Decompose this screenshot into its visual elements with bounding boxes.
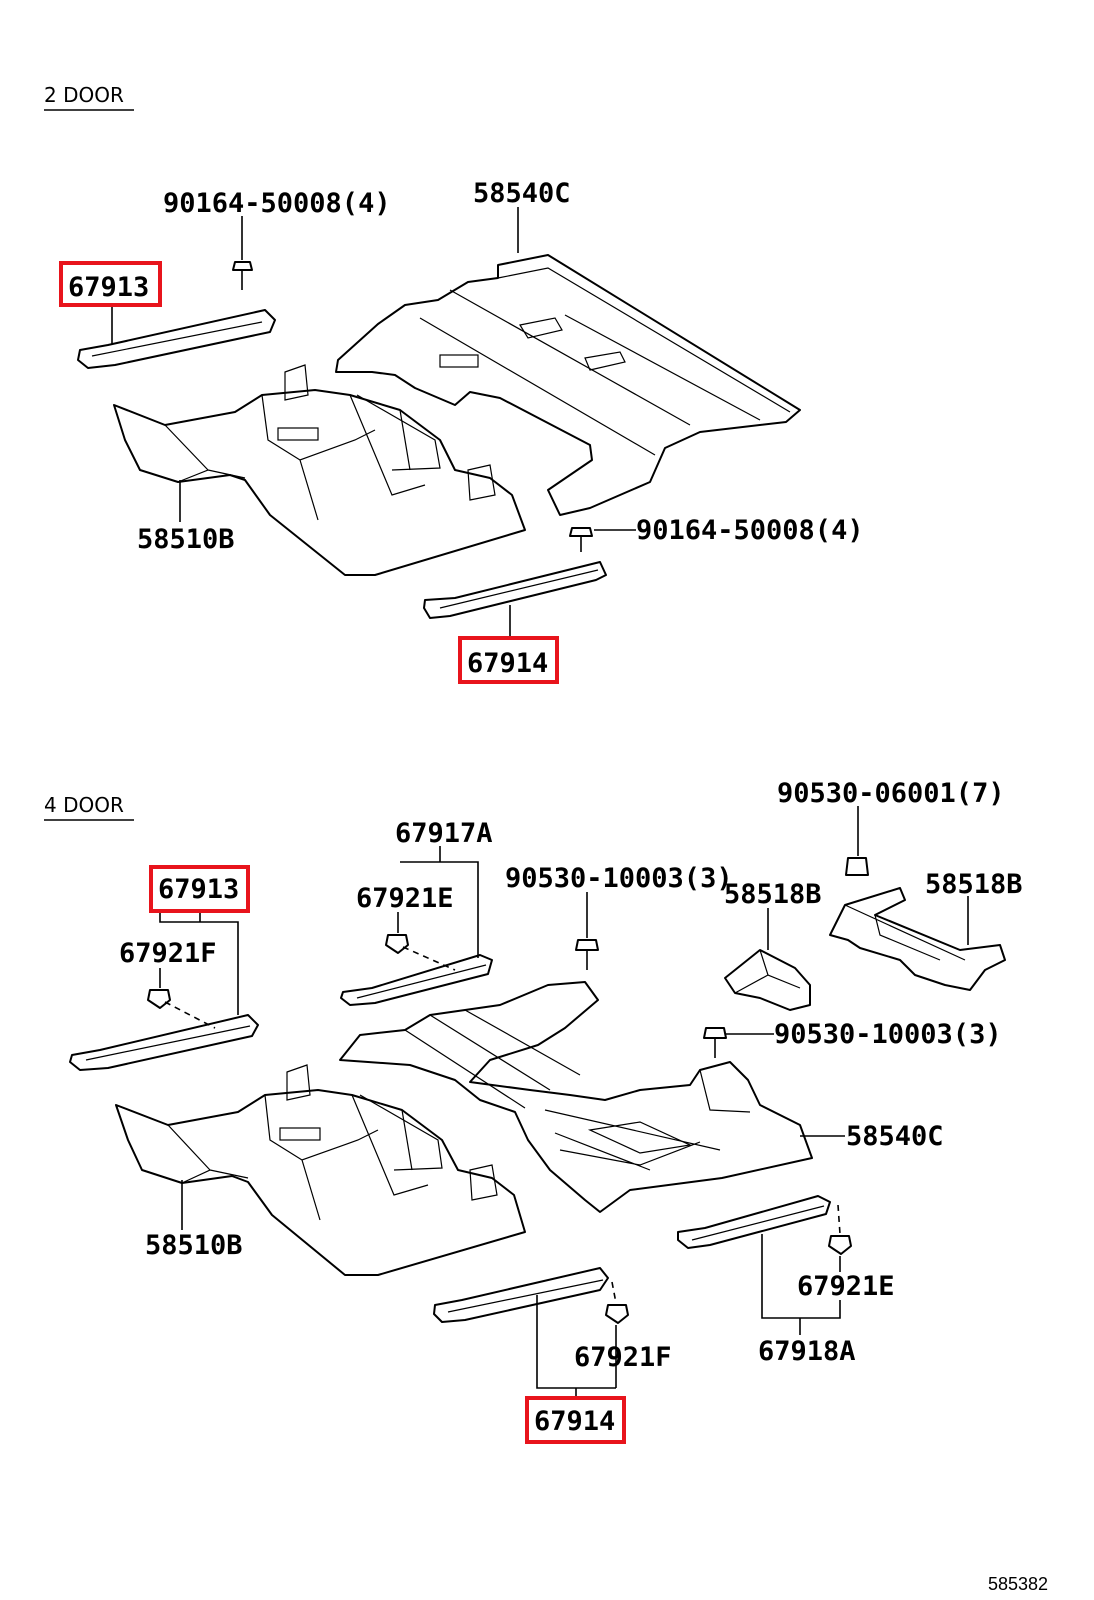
front-floor-pan: [113, 389, 526, 576]
label-sill-left: 67913: [68, 272, 149, 303]
label-rear-sill-left: 67917A: [395, 818, 493, 849]
label-rear-clip-left: 67921E: [356, 883, 454, 914]
bolt-icon: [575, 939, 599, 970]
bolt-icon: [703, 1027, 727, 1058]
label-sill-left: 67913: [158, 874, 239, 905]
label-floor-front: 58510B: [145, 1230, 243, 1261]
label-rear-clip-right: 67921E: [797, 1271, 895, 1302]
label-floor-main: 58540C: [473, 178, 571, 209]
highlight-box-67913: [59, 261, 162, 307]
scuff-plate-67918a: [677, 1195, 831, 1249]
label-bracket-center: 58518B: [724, 879, 822, 910]
label-sill-right: 67914: [534, 1406, 615, 1437]
label-clip-left: 67921F: [119, 938, 217, 969]
label-floor-rear: 58540C: [846, 1121, 944, 1152]
label-rear-sill-right: 67918A: [758, 1336, 856, 1367]
scuff-plate-67913: [69, 1014, 259, 1071]
highlight-box-67913: [149, 865, 250, 913]
label-screw-bottom: 90164-50008(4): [636, 515, 864, 546]
label-bracket-right: 58518B: [925, 869, 1023, 900]
scuff-plate-67917a: [340, 954, 493, 1006]
section-4-door: 4 DOOR: [44, 778, 1023, 1444]
label-sill-right: 67914: [467, 648, 548, 679]
highlight-box-67914: [458, 636, 559, 684]
section-title-2-door: 2 DOOR: [44, 83, 124, 107]
screw-icon: [232, 261, 253, 290]
clip-icon: [828, 1235, 852, 1255]
rear-floor-pan: [335, 254, 801, 516]
screw-icon: [569, 527, 593, 552]
diagram-id: 585382: [988, 1574, 1048, 1594]
bracket-58518b-right: [829, 887, 1006, 991]
label-screw-top: 90164-50008(4): [163, 188, 391, 219]
scuff-plate-67914: [433, 1267, 609, 1323]
bracket-58518b-center: [724, 949, 811, 1011]
front-floor-pan: [115, 1089, 526, 1276]
label-nut-top: 90530-06001(7): [777, 778, 1005, 809]
label-floor-front: 58510B: [137, 524, 235, 555]
clip-icon: [605, 1304, 629, 1324]
nut-icon: [845, 857, 869, 876]
clip-icon: [385, 934, 409, 954]
section-2-door: 2 DOOR: [44, 83, 864, 684]
label-bolt-right: 90530-10003(3): [774, 1019, 1002, 1050]
rear-floor-pan: [339, 981, 813, 1213]
label-clip-right: 67921F: [574, 1342, 672, 1373]
label-bolt-left: 90530-10003(3): [505, 863, 733, 894]
section-title-4-door: 4 DOOR: [44, 793, 124, 817]
highlight-box-67914: [525, 1396, 626, 1444]
clip-icon: [147, 989, 171, 1009]
